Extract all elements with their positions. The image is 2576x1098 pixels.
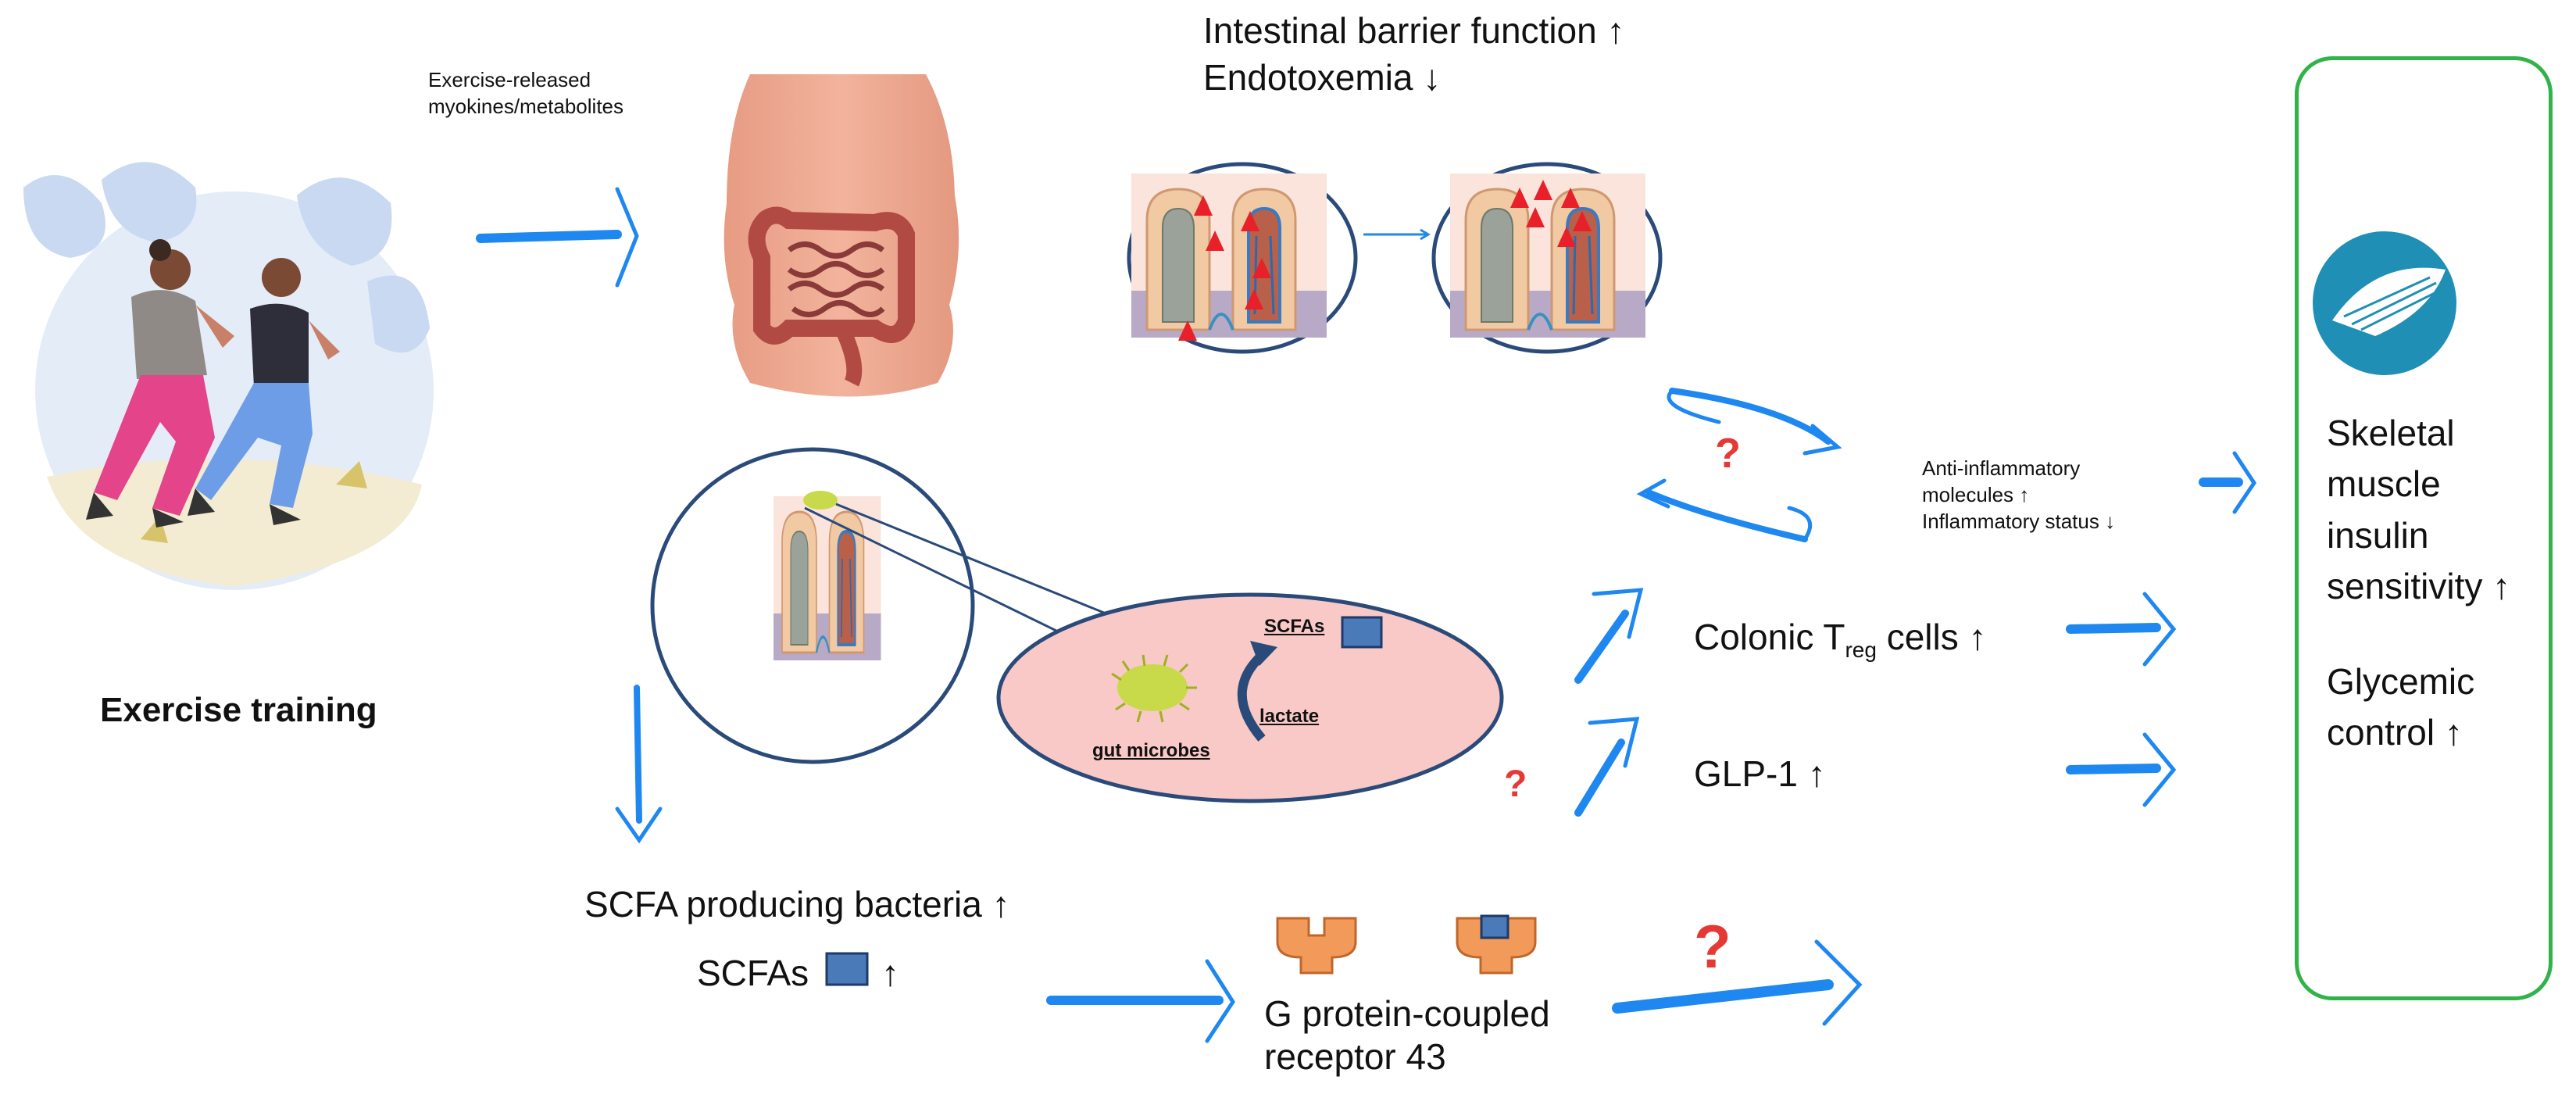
colonic-treg-sub: reg — [1845, 638, 1877, 663]
colonic-treg-suffix: cells ↑ — [1876, 617, 1987, 657]
endotoxemia-label: Endotoxemia ↓ — [1203, 57, 1442, 98]
villi-ellipse-middle — [650, 447, 1126, 764]
bacteria-icon — [1111, 654, 1197, 723]
receptor-icon-right — [1456, 914, 1537, 975]
gpcr-label: G protein-coupled receptor 43 — [1264, 993, 1550, 1078]
inset-gut-microbes-label: gut microbes — [1092, 740, 1210, 761]
colonic-treg-label: Colonic Treg cells ↑ — [1694, 616, 1987, 663]
villi-ellipse-left — [1127, 162, 1358, 354]
barrier-function-label: Intestinal barrier function ↑ — [1203, 10, 1625, 51]
glp1-label: GLP-1 ↑ — [1694, 753, 1826, 794]
scfas-label: SCFAs — [697, 953, 809, 993]
torso-intestine-icon — [723, 74, 959, 397]
question-mark-1: ? — [1715, 430, 1741, 477]
inset-scfas-label: SCFAs — [1264, 616, 1325, 637]
inset-ellipse — [996, 592, 1504, 803]
question-mark-2: ? — [1504, 764, 1527, 805]
runners-illustration — [23, 162, 434, 590]
anti-inflammatory-label: Anti-inflammatory molecules ↑ Inflammato… — [1922, 456, 2116, 533]
outcome-box — [2295, 56, 2553, 1000]
colonic-treg-prefix: Colonic T — [1694, 617, 1845, 657]
scfa-square-inset — [1341, 616, 1383, 649]
glycemic-control-label: Glycemic control ↑ — [2327, 661, 2475, 753]
endotoxin-markers-left — [1178, 195, 1271, 341]
scfa-bacteria-label: SCFA producing bacteria ↑ — [584, 884, 1010, 925]
scfas-arrow: ↑ — [881, 953, 899, 993]
insulin-sensitivity-label: Skeletal muscle insulin sensitivity ↑ — [2327, 413, 2511, 606]
exercise-released-label: Exercise-released myokines/metabolites — [428, 68, 623, 118]
muscle-icon — [2313, 231, 2456, 375]
exercise-training-label: Exercise training — [100, 691, 377, 729]
villi-ellipse-right — [1431, 162, 1663, 354]
scfa-square — [825, 952, 869, 986]
inset-lactate-label: lactate — [1259, 706, 1320, 727]
bacteria-cluster-small — [803, 491, 838, 510]
receptor-icon-left — [1276, 917, 1357, 975]
question-mark-3: ? — [1694, 912, 1731, 981]
endotoxin-markers-right — [1510, 180, 1592, 247]
flow-arrows — [476, 187, 2257, 1043]
